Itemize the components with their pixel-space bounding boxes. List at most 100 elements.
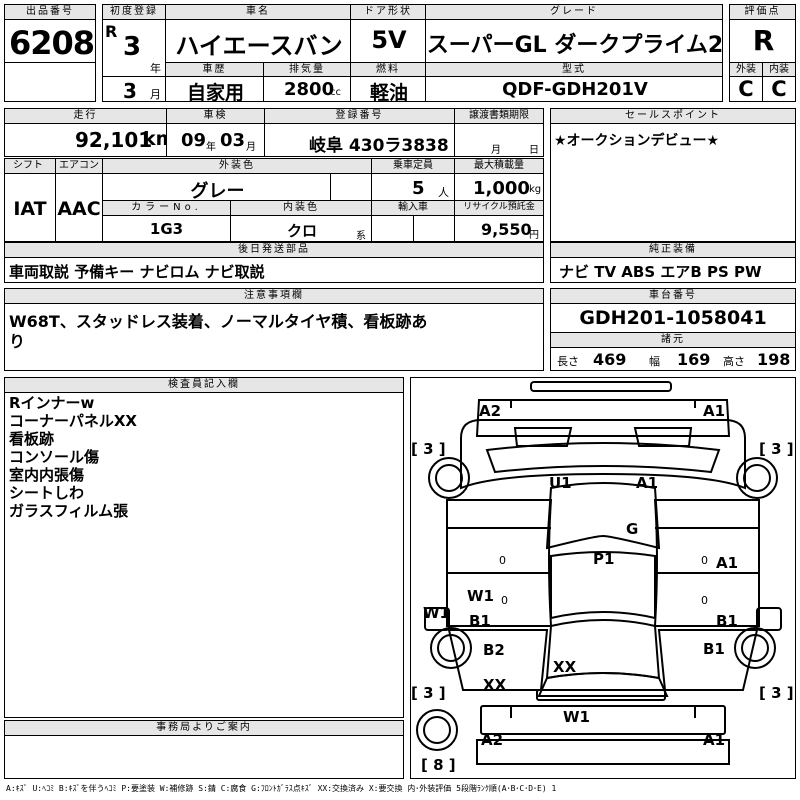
inspection-year-unit: 年 [206,142,216,153]
mark-g: G [626,520,638,538]
dims-length: 469 [593,350,627,369]
dims-length-label: 長さ [557,355,579,368]
mileage-unit: km [143,128,166,150]
car-name-value: ハイエースバン [175,32,343,60]
dims-width-label: 幅 [649,355,660,368]
rear-bumper [480,705,726,735]
windshield [485,442,721,474]
capacity-unit: 人 [438,186,449,199]
capacity-value: 5 [412,178,425,199]
later-parts-cell: 車両取説 予備キー ナビロム ナビ取説 [4,257,544,283]
mark-b1-left: B1 [469,612,491,630]
mark-zero-right: 0 [701,554,708,567]
tire-tread-front-right: [ 3 ] [759,440,794,458]
transfer-month-unit: 月 [491,145,501,156]
damage-diagram: A2 A1 U1 A1 G P1 A1 W1 B1 W1 B1 B2 B1 XX… [410,377,796,779]
later-parts-value: 車両取説 予備キー ナビロム ナビ取説 [9,263,265,281]
inspector-line: Rインナーw [9,394,95,412]
capacity-label: 乗車定員 [371,158,455,174]
first-reg-year-cell: R 3 年 [102,19,166,77]
recycle-cell: 9,550 円 [454,215,544,242]
color-label: 外装色 [102,158,372,174]
inspector-list: Rインナーw コーナーパネルXX 看板跡 コンソール傷 室内内張傷 シートしわ … [9,394,137,520]
plate-value: 岐阜 430ラ3838 [309,136,449,156]
inspector-label: 検査員記入欄 [4,377,404,393]
mileage-value: 92,101 [75,128,153,152]
mark-front-left: A2 [479,402,501,420]
shift-cell: IAT [4,173,56,242]
transfer-day-unit: 日 [529,145,539,156]
capacity-cell: 5 人 [371,173,455,201]
mark-xx-left: XX [483,676,507,694]
first-reg-month-unit: 月 [150,88,161,101]
interior-color-suffix: 系 [356,231,366,242]
roof [550,551,656,620]
car-name-cell: ハイエースバン [165,19,351,63]
mark-a1-right: A1 [716,554,738,572]
door-value: 5V [371,26,407,54]
tire-tread-front-left: [ 3 ] [411,440,446,458]
first-reg-year-unit: 年 [150,62,161,75]
dims-label: 諸元 [550,332,796,348]
plate-cell: 岐阜 430ラ3838 [264,123,455,157]
ac-label: エアコン [55,158,103,174]
ac-value: AAC [57,198,101,220]
door-cell: 5V [350,19,426,63]
mark-zero-left-2: 0 [501,594,508,607]
inspector-line: コーナーパネルXX [9,412,137,430]
grade-value: スーパーGL ダークプライム2 [426,33,723,58]
first-reg-month: 3 [123,79,137,102]
exterior-grade-value: C [738,77,754,101]
mark-front-right: A1 [703,402,725,420]
inspection-year: 09 [181,130,207,151]
mileage-label: 走行 [4,108,167,124]
color-extra-cell [330,173,372,201]
shift-label: シフト [4,158,56,174]
first-reg-era: R [105,22,118,41]
inspector-line: 室内内張傷 [9,466,85,484]
dims-height-label: 高さ [723,355,745,368]
office-label: 事務局よりご案内 [4,720,404,736]
mark-xx-center: XX [553,658,577,676]
score-cell: R [729,19,796,63]
mark-rear-right: A1 [703,731,725,749]
inspector-line: コンソール傷 [9,448,100,466]
import-label: 輸入車 [371,200,455,216]
inspector-line: 看板跡 [9,430,55,448]
color-no-label: カラーNo. [102,200,231,216]
model-code-cell: QDF-GDH201V [425,76,723,102]
max-load-value: 1,000 [473,178,530,199]
mark-b2: B2 [483,641,505,659]
dims-height: 198 [757,350,791,369]
equipment-value: ナビ TV ABS エアB PS PW [559,263,762,281]
mark-w1-side: W1 [423,604,450,622]
fuel-cell: 軽油 [350,76,426,102]
grade-cell: スーパーGL ダークプライム2 [425,19,723,63]
roof-front [545,482,661,550]
color-cell: グレー [102,173,331,201]
first-reg-label: 初度登録 [102,4,166,20]
tire-tread-rear-right: [ 3 ] [759,684,794,702]
notes-line-2: り [9,332,26,351]
office-cell [4,735,404,779]
mark-b1-right: B1 [716,612,738,630]
max-load-label: 最大積載量 [454,158,544,174]
first-reg-year: 3 [123,32,142,62]
inspection-cell: 09 年 03 月 [166,123,265,157]
inspection-month: 03 [220,130,246,151]
front-panel [460,419,746,490]
later-parts-label: 後日発送部品 [4,242,544,258]
legend: A:ｷｽﾞ U:ﾍｺﾐ B:ｷｽﾞを伴うﾍｺﾐ P:要塗装 W:補修跡 S:錆 … [6,784,557,793]
history-cell: 自家用 [165,76,264,102]
mark-w1-left: W1 [467,587,494,605]
dims-cell: 長さ 469 幅 169 高さ 198 [550,347,796,371]
displacement-value: 2800 [284,79,335,100]
first-reg-month-cell: 3 月 [102,76,166,102]
mark-u1: U1 [549,474,572,492]
color-no-value: 1G3 [149,220,184,238]
sales-point-label: セールスポイント [550,108,796,124]
displacement-unit: cc [330,87,341,98]
recycle-value: 9,550 [481,220,532,239]
inspector-line: ガラスフィルム張 [9,502,129,520]
import-cell-b [413,215,455,242]
